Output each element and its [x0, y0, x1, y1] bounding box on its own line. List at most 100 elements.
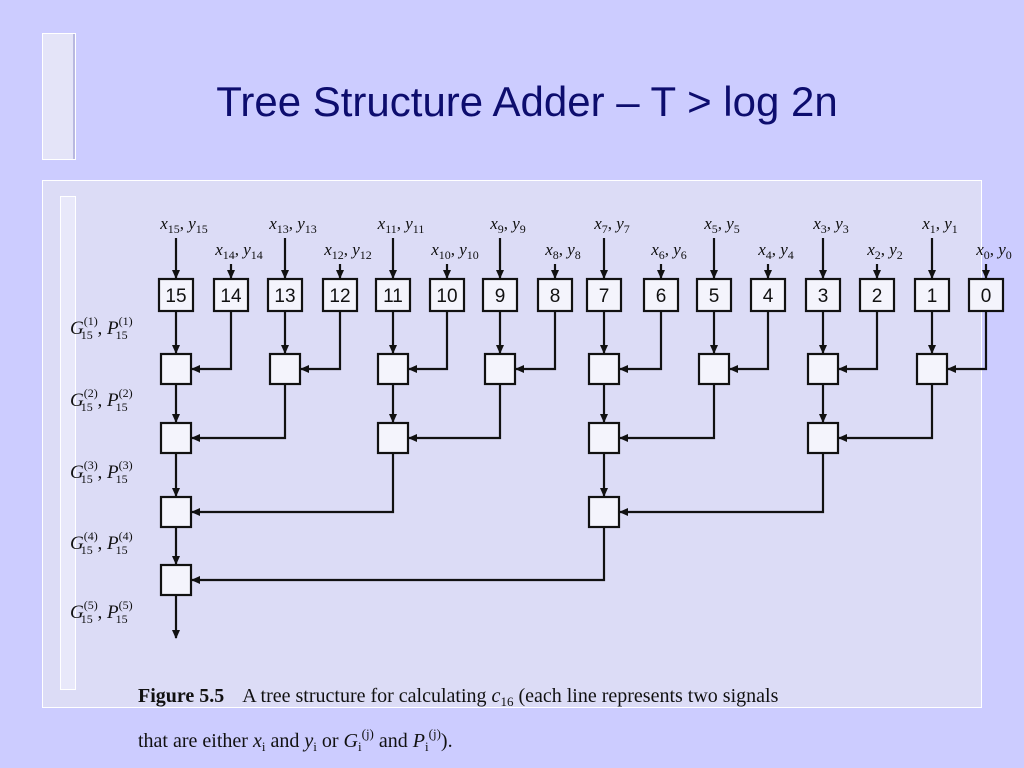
caption-c: c [491, 685, 501, 707]
input-label-bottom: x14, y14 [214, 240, 263, 262]
wire [515, 311, 557, 373]
bit-box-3 [804, 277, 842, 313]
bit-box-0 [967, 277, 1005, 313]
decorative-bar [42, 33, 76, 160]
bit-box-label: 5 [709, 286, 720, 307]
caption-c-sub: 16 [500, 694, 514, 709]
wire [300, 311, 342, 373]
bit-box-6 [642, 277, 680, 313]
level-label-5: G(5)15 , P(5)15 [70, 598, 133, 626]
tree-node-l1 [483, 352, 517, 386]
tree-node-l3 [587, 495, 621, 529]
level-label-3: G(3)15 , P(3)15 [70, 458, 133, 486]
caption-text-3: that are either [138, 730, 248, 752]
wire [191, 311, 233, 373]
wire [947, 311, 988, 373]
wire [838, 384, 934, 442]
bit-box-label: 0 [981, 286, 992, 307]
tree-node-l1 [159, 352, 193, 386]
bit-box-label: 8 [550, 286, 561, 307]
caption-label: Figure 5.5 [138, 685, 225, 707]
figure-caption: Figure 5.5 A tree structure for calculat… [138, 680, 968, 763]
tree-node-l1 [697, 352, 731, 386]
level-label-1: G(1)15 , P(1)15 [70, 314, 133, 342]
caption-G: G [343, 730, 358, 752]
bit-box-9 [481, 277, 519, 313]
tree-node-l1 [806, 352, 840, 386]
wire [191, 453, 395, 516]
figure-decorative-bar [60, 196, 76, 690]
wire [619, 453, 825, 516]
wire [191, 527, 606, 584]
input-label-bottom: x0, y0 [975, 240, 1012, 262]
tree-node-l2 [806, 421, 840, 455]
caption-xi: x [252, 730, 262, 752]
input-label-top: x9, y9 [489, 214, 526, 236]
bit-box-10 [428, 277, 466, 313]
bit-box-12 [321, 277, 359, 313]
caption-yi-sub: i [313, 739, 317, 754]
caption-and-2: and [378, 730, 408, 752]
bit-box-label: 15 [165, 286, 186, 307]
bit-box-1 [913, 277, 951, 313]
wire [838, 311, 879, 373]
caption-or: or [321, 730, 339, 752]
input-label-bottom: x8, y8 [544, 240, 581, 262]
caption-end: ). [440, 730, 453, 752]
level-label-2: G(2)15 , P(2)15 [70, 386, 133, 414]
bit-box-11 [374, 277, 412, 313]
bit-box-label: 4 [763, 286, 774, 307]
level-label-4: G(4)15 , P(4)15 [70, 529, 133, 557]
input-label-top: x1, y1 [921, 214, 958, 236]
bit-box-label: 12 [329, 286, 350, 307]
bit-box-label: 6 [656, 286, 667, 307]
caption-xi-sub: i [261, 739, 266, 754]
tree-node-l3 [159, 495, 193, 529]
bit-box-label: 1 [927, 286, 938, 307]
input-label-top: x13, y13 [268, 214, 317, 236]
caption-P-sup: (j) [428, 726, 441, 741]
bit-box-label: 7 [599, 286, 610, 307]
wire [729, 311, 770, 373]
bit-box-7 [585, 277, 623, 313]
caption-text-1: A tree structure for calculating [242, 685, 487, 707]
bit-box-15 [157, 277, 195, 313]
input-label-top: x3, y3 [812, 214, 849, 236]
wire [619, 311, 663, 373]
caption-text-2: (each line represents two signals [518, 685, 779, 707]
tree-node-l1 [915, 352, 949, 386]
input-label-bottom: x6, y6 [650, 240, 687, 262]
bit-box-13 [266, 277, 304, 313]
caption-yi: y [304, 730, 314, 752]
bit-box-label: 13 [274, 286, 295, 307]
input-label-bottom: x4, y4 [757, 240, 794, 262]
wire [191, 384, 287, 442]
bit-box-2 [858, 277, 896, 313]
wire [408, 384, 502, 442]
tree-node-l1 [376, 352, 410, 386]
caption-P: P [412, 730, 425, 752]
tree-node-l2 [159, 421, 193, 455]
input-label-bottom: x2, y2 [866, 240, 903, 262]
tree-node-l2 [376, 421, 410, 455]
caption-G-sub: i [357, 739, 362, 754]
caption-P-sub: i [425, 739, 429, 754]
bit-box-14 [212, 277, 250, 313]
input-label-top: x11, y11 [377, 214, 425, 236]
wire [408, 311, 449, 373]
input-label-top: x15, y15 [159, 214, 208, 236]
bit-box-label: 10 [436, 286, 457, 307]
input-label-top: x5, y5 [703, 214, 740, 236]
tree-node-l2 [587, 421, 621, 455]
bit-box-5 [695, 277, 733, 313]
caption-G-sup: (j) [361, 726, 374, 741]
wire [619, 384, 716, 442]
input-label-bottom: x12, y12 [323, 240, 372, 262]
tree-node-l1 [268, 352, 302, 386]
bit-box-label: 11 [383, 286, 403, 307]
bit-box-label: 3 [818, 286, 829, 307]
caption-and-1: and [270, 730, 300, 752]
bit-box-label: 9 [495, 286, 506, 307]
tree-node-l1 [587, 352, 621, 386]
input-label-bottom: x10, y10 [430, 240, 479, 262]
